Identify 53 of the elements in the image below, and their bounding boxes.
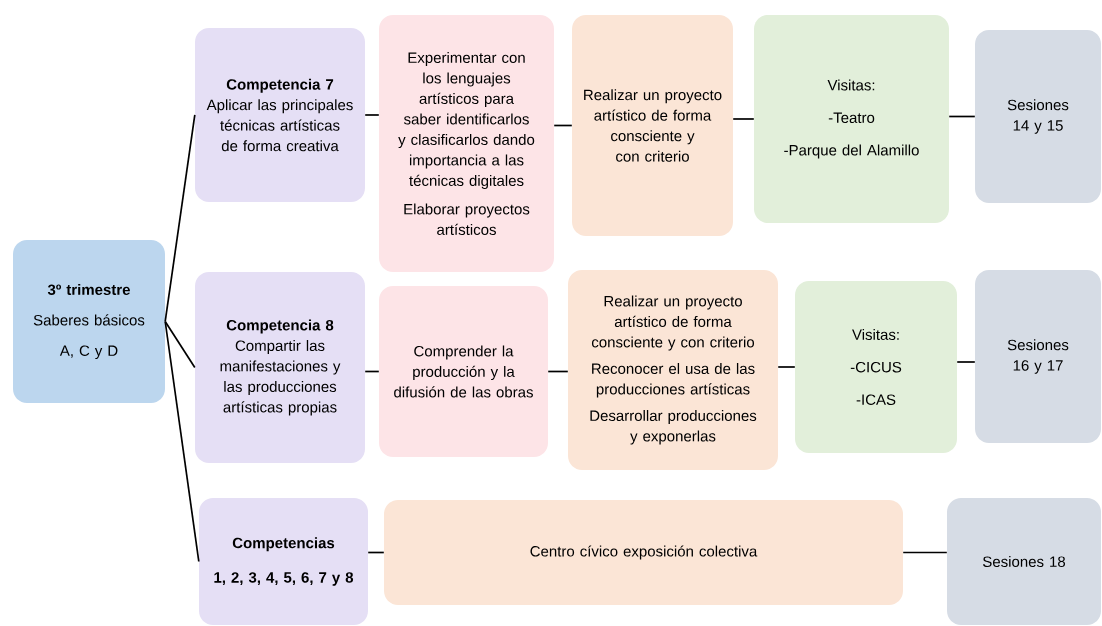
connector-line bbox=[364, 370, 380, 373]
connector-line bbox=[902, 551, 948, 554]
connector-line bbox=[164, 320, 196, 369]
label-text: -Parque del Alamillo bbox=[784, 144, 919, 159]
label-text: Centro cívico exposición colectiva bbox=[530, 545, 758, 560]
session-box bbox=[975, 30, 1101, 203]
label-text: Sesiones 14 y 15 bbox=[1007, 99, 1069, 134]
label-text: Saberes básicos bbox=[33, 314, 145, 326]
label-text: Comprender la producción y la difusión de las obras bbox=[394, 345, 533, 398]
connector-line bbox=[164, 320, 200, 563]
label-text: Visitas: bbox=[827, 79, 875, 91]
label-text: -Teatro bbox=[828, 112, 875, 123]
activity-box bbox=[568, 270, 778, 470]
label-text: Realizar un proyecto artístico de forma consciente y con criterio bbox=[591, 295, 755, 351]
label-text: Compartir las manifestaciones y las producciones artísticas propias bbox=[220, 340, 341, 416]
label-text: -ICAS bbox=[856, 394, 896, 405]
topic-box bbox=[13, 240, 165, 403]
heading: Competencias bbox=[232, 537, 335, 552]
visit-box bbox=[754, 15, 949, 223]
label-text: -CICUS bbox=[850, 361, 902, 373]
label-text: Experimentar con los lenguajes artísticos para saber identificarlos y clasificarlos dando importancia a las técnicas digitales bbox=[398, 52, 535, 189]
label-text: Elaborar proyectos artísticos bbox=[404, 203, 530, 235]
label-text: Aplicar las principales técnicas artísticas de forma creativa bbox=[206, 99, 353, 152]
connector-line bbox=[553, 124, 573, 127]
competence-box bbox=[199, 498, 368, 625]
connector-line bbox=[364, 114, 380, 116]
label-text: A, C y D bbox=[59, 345, 118, 359]
heading: 1, 2, 3, 4, 5, 6, 7 y 8 bbox=[214, 572, 354, 586]
session-box bbox=[947, 498, 1101, 625]
label-text: Reconocer el usa de las producciones artísticas bbox=[592, 363, 755, 398]
heading: 3º trimestre bbox=[47, 284, 130, 296]
connector-line bbox=[732, 118, 755, 120]
visit-box bbox=[795, 281, 957, 453]
connector-line bbox=[547, 370, 569, 373]
activity-box bbox=[384, 500, 903, 605]
activity-box bbox=[379, 286, 548, 457]
label-text: Desarrollar producciones y exponerlas bbox=[590, 410, 757, 445]
session-box bbox=[975, 270, 1101, 443]
activity-box bbox=[379, 15, 554, 272]
heading: Competencia 7 bbox=[226, 78, 334, 93]
label-text: Sesiones 16 y 17 bbox=[1007, 339, 1069, 374]
connector-line bbox=[367, 551, 385, 554]
connector-line bbox=[956, 361, 976, 363]
heading: Competencia 8 bbox=[226, 319, 334, 334]
label-text: Sesiones 18 bbox=[983, 556, 1066, 567]
label-text: Visitas: bbox=[852, 329, 899, 340]
connector-line bbox=[777, 366, 796, 368]
connector-line bbox=[164, 114, 196, 323]
connector-line bbox=[948, 115, 976, 118]
competence-box bbox=[195, 272, 365, 463]
activity-box bbox=[572, 15, 733, 236]
competence-box bbox=[195, 28, 365, 202]
label-text: Realizar un proyecto artístico de forma consciente y con criterio bbox=[584, 89, 722, 162]
